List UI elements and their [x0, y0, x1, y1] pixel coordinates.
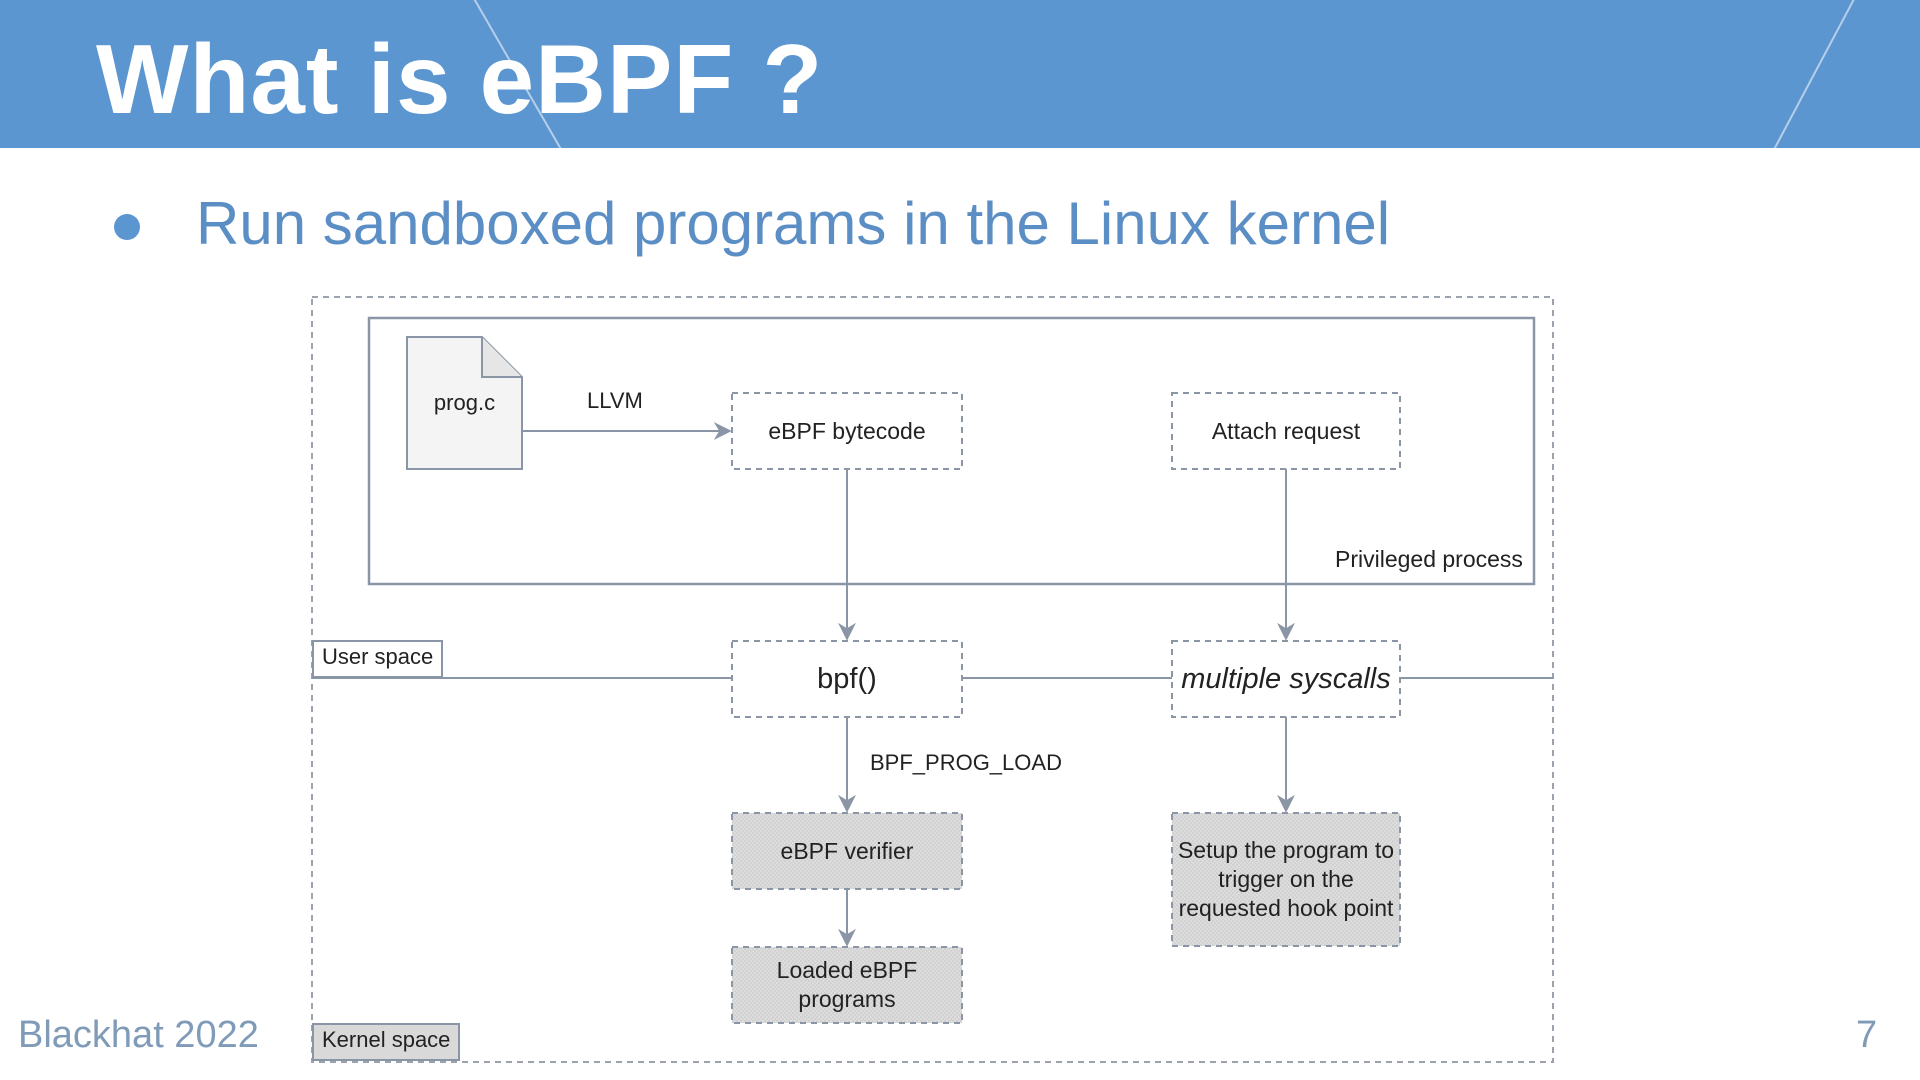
page-number: 7 [1856, 1014, 1878, 1056]
slide-header: What is eBPF ? [0, 0, 1920, 148]
setup-hook-box [1171, 812, 1401, 947]
bpf-syscall-label: bpf() [817, 662, 877, 695]
kernel-space-tag: Kernel space [312, 1023, 461, 1061]
source-file-label: prog.c [433, 390, 496, 416]
setup-hook-label: Setup the program to trigger on the requ… [1177, 837, 1395, 921]
loaded-programs-box [731, 946, 963, 1024]
bpf-syscall-box [731, 640, 963, 718]
attach-request-box [1171, 392, 1401, 470]
user-space-tag: User space [312, 640, 444, 678]
footer-event: Blackhat 2022 [18, 1014, 259, 1056]
bullet-text: Run sandboxed programs in the Linux kern… [196, 190, 1391, 257]
bytecode-box [731, 392, 963, 470]
bullet-dot [114, 214, 140, 240]
verifier-label: eBPF verifier [780, 837, 914, 864]
prog-load-edge-label: BPF_PROG_LOAD [870, 750, 1062, 775]
verifier-box [731, 812, 963, 890]
bytecode-label: eBPF bytecode [768, 417, 926, 444]
llvm-edge-label: LLVM [587, 388, 643, 413]
slide-title: What is eBPF ? [96, 24, 824, 134]
privileged-process-label: Privileged process [1335, 546, 1523, 572]
file-corner-fold [481, 337, 522, 378]
multiple-syscalls-box [1171, 640, 1401, 718]
attach-request-label: Attach request [1211, 417, 1361, 444]
multiple-syscalls-label: multiple syscalls [1181, 662, 1391, 695]
loaded-programs-label: Loaded eBPF programs [776, 957, 918, 1012]
outer-frame [311, 296, 1554, 1063]
privileged-process-box [367, 316, 1536, 586]
